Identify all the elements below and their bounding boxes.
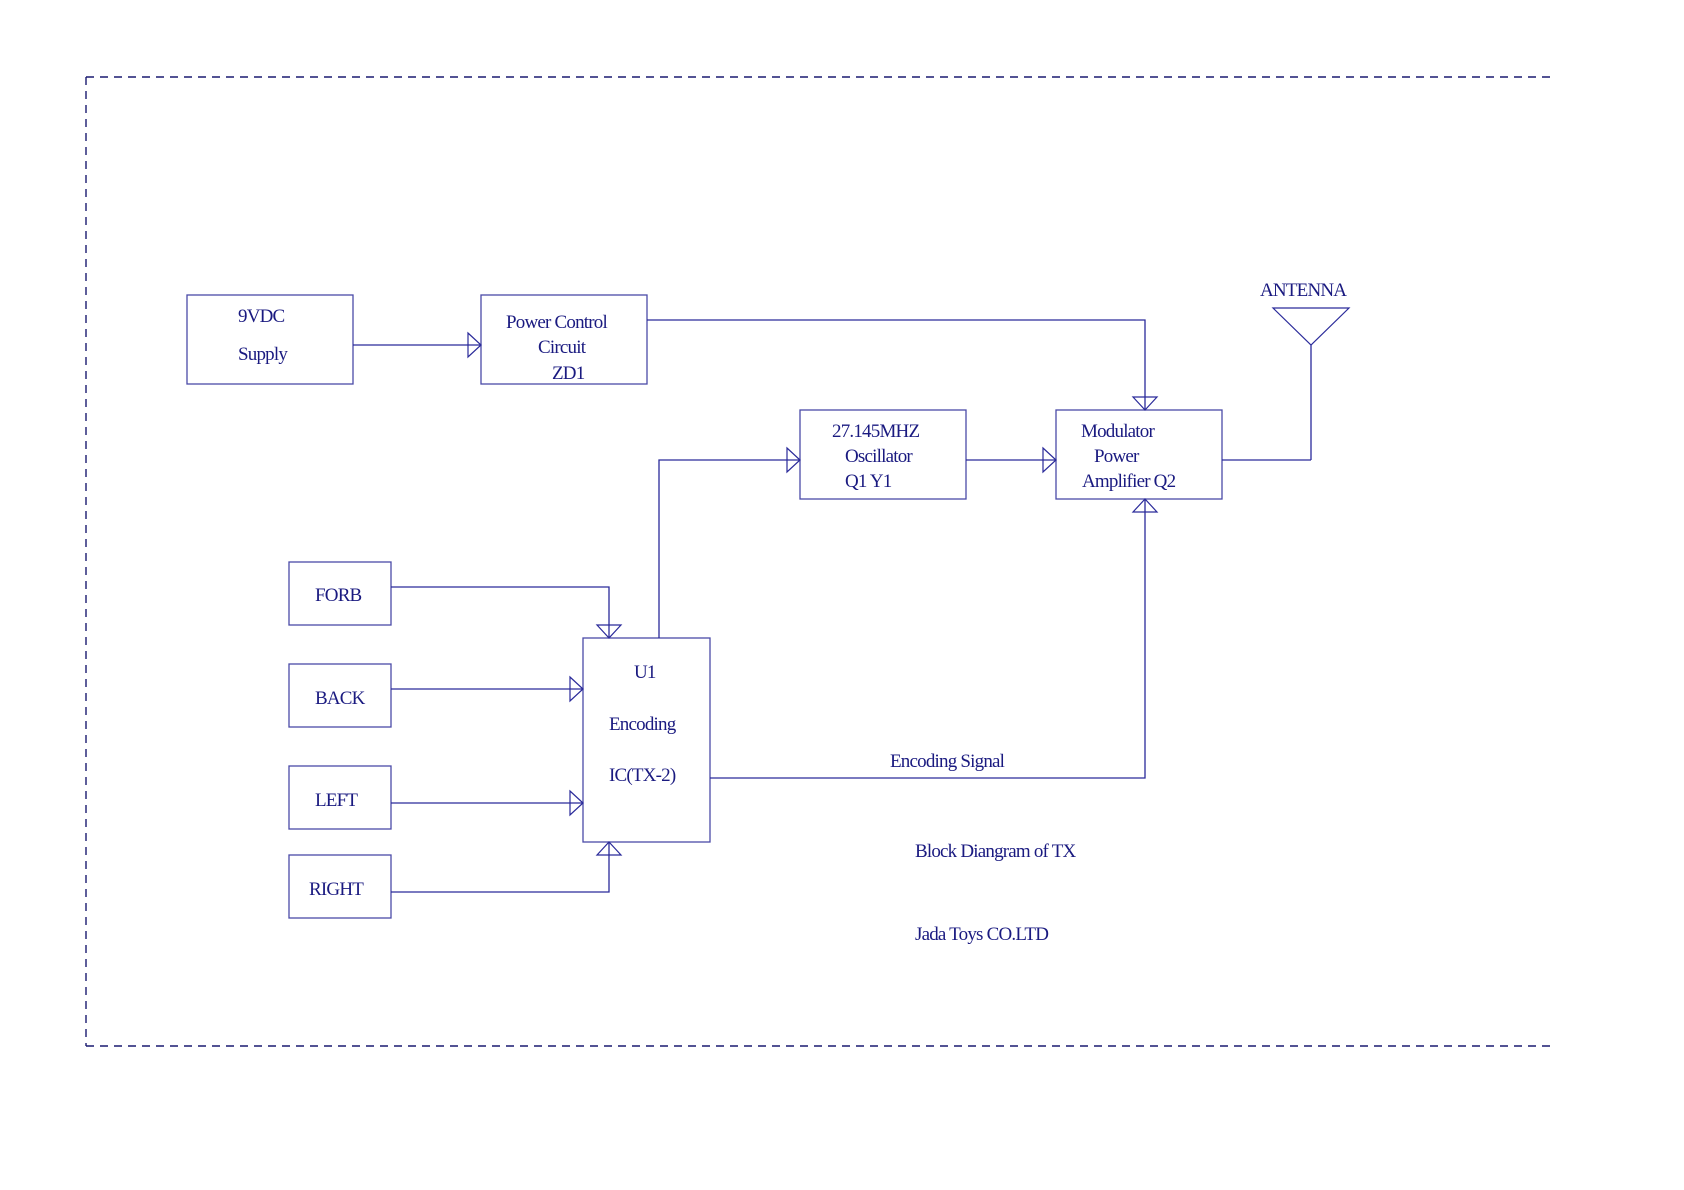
encoder-line-1: U1	[634, 662, 656, 683]
supply-line-2: Supply	[238, 344, 288, 365]
arrow-icon	[569, 675, 584, 703]
encoding-signal-label: Encoding Signal	[890, 751, 1005, 772]
power-control-line-2: Circuit	[538, 337, 587, 358]
arrow-icon	[786, 446, 801, 474]
block-encoder-ic: U1 Encoding IC(TX-2)	[582, 637, 711, 843]
modulator-line-2: Power	[1094, 446, 1140, 467]
oscillator-line-1: 27.145MHZ	[832, 421, 919, 442]
left-label: LEFT	[315, 790, 358, 811]
block-right: RIGHT	[288, 854, 392, 919]
block-back: BACK	[288, 663, 392, 728]
arrow-icon	[1042, 446, 1057, 474]
block-forb: FORB	[288, 561, 392, 626]
block-oscillator: 27.145MHZ Oscillator Q1 Y1	[799, 409, 967, 500]
arrow-icon	[569, 789, 584, 817]
encoder-line-2: Encoding	[609, 714, 677, 735]
arrow-icon	[1131, 498, 1159, 513]
block-left: LEFT	[288, 765, 392, 830]
block-modulator-amplifier: Modulator Power Amplifier Q2	[1055, 409, 1223, 500]
block-9vdc-supply: 9VDC Supply	[186, 294, 354, 385]
dashed-frame	[85, 76, 1554, 1047]
arrow-icon	[595, 841, 623, 856]
modulator-line-3: Amplifier Q2	[1082, 471, 1176, 492]
supply-line-1: 9VDC	[238, 306, 285, 327]
arrow-icon	[595, 624, 623, 639]
back-label: BACK	[315, 688, 366, 709]
connections	[353, 319, 1311, 893]
antenna-label: ANTENNA	[1260, 280, 1347, 301]
block-power-control: Power Control Circuit ZD1	[480, 294, 648, 385]
power-control-line-1: Power Control	[506, 312, 607, 333]
diagram-title: Block Diangram of TX	[915, 841, 1076, 862]
power-control-line-3: ZD1	[552, 363, 585, 384]
antenna-symbol: ANTENNA	[1260, 280, 1351, 460]
oscillator-line-2: Oscillator	[845, 446, 913, 467]
modulator-line-1: Modulator	[1081, 421, 1155, 442]
right-label: RIGHT	[309, 879, 364, 900]
company-name: Jada Toys CO.LTD	[915, 924, 1048, 945]
arrow-icon	[1131, 396, 1159, 411]
antenna-icon	[1271, 307, 1351, 346]
forb-label: FORB	[315, 585, 362, 606]
arrow-icon	[467, 331, 482, 359]
oscillator-line-3: Q1 Y1	[845, 471, 892, 492]
encoder-line-3: IC(TX-2)	[609, 765, 676, 786]
